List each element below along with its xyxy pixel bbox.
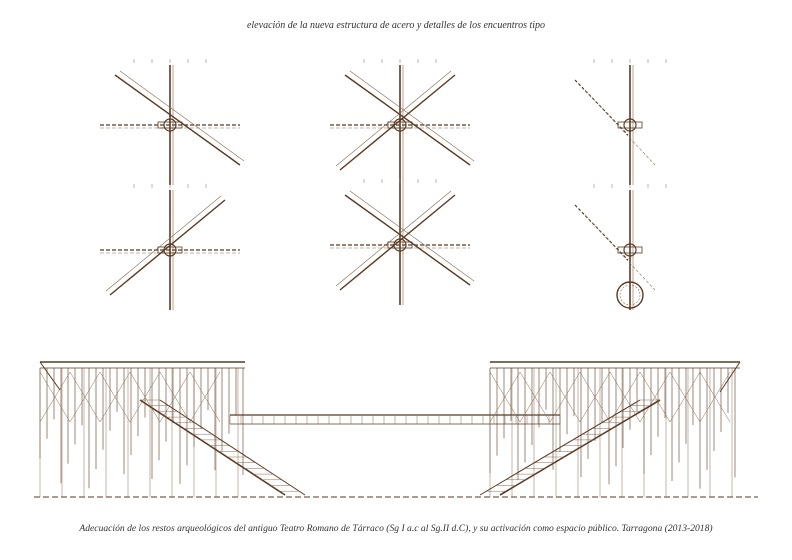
gusset-plate: [387, 121, 413, 129]
node-plate: [623, 118, 637, 132]
bracing: [39, 371, 71, 423]
node-plate: [393, 118, 407, 132]
gusset-plate: [157, 121, 183, 129]
diagonal-brace-edge: [335, 190, 452, 287]
bracing: [549, 371, 581, 423]
joint-details-grid: [100, 59, 667, 310]
joint-detail-1: [100, 59, 245, 185]
sheet-title: elevación de la nueva estructura de acer…: [246, 20, 546, 31]
gusset-plate: [617, 121, 643, 129]
ramp-stringer: [139, 399, 286, 496]
bracing: [609, 371, 641, 423]
diagonal-brace: [574, 204, 629, 261]
diagonal-brace-edge: [349, 70, 475, 162]
joint-detail-4: [100, 184, 240, 310]
steel-structure-elevation: [34, 361, 758, 498]
diagonal-brace: [574, 79, 629, 136]
bracing: [129, 371, 161, 423]
bracing: [99, 371, 131, 423]
diagonal-brace: [109, 199, 226, 296]
gusset-plate: [157, 246, 183, 254]
diagonal-brace-edge: [349, 190, 475, 282]
node-plate: [163, 118, 177, 132]
bracing: [159, 371, 191, 423]
ramp-stringer: [159, 399, 306, 496]
diagonal-brace: [339, 194, 456, 291]
tube-inner: [619, 284, 641, 306]
gusset-plate: [387, 241, 413, 249]
right-frame: [479, 361, 740, 497]
bracing: [69, 371, 101, 423]
sheet-caption: Adecuación de los restos arqueológicos d…: [79, 523, 713, 534]
diagonal-brace-edge: [584, 214, 656, 291]
node-plate: [163, 243, 177, 257]
bracing: [669, 371, 701, 423]
joint-detail-5: [330, 179, 475, 305]
joint-detail-3: [574, 59, 667, 185]
joint-detail-2: [330, 59, 475, 185]
bracing: [489, 371, 521, 423]
diagonal-brace-edge: [105, 195, 222, 292]
bracing: [579, 371, 611, 423]
ramp-stringer: [479, 399, 641, 496]
diagonal-brace-edge: [584, 89, 656, 166]
diagonal-brace-edge: [335, 70, 452, 167]
bracing: [639, 371, 671, 423]
diagonal-brace: [344, 74, 471, 166]
edge-slope: [719, 361, 741, 393]
bracing: [189, 371, 221, 423]
tube-section: [616, 281, 644, 309]
diagonal-brace: [339, 74, 456, 171]
joint-detail-6: [574, 184, 667, 310]
ramp-stringer: [499, 399, 661, 496]
node-plate: [623, 243, 637, 257]
gusset-plate: [617, 246, 643, 254]
left-frame: [39, 361, 306, 497]
edge-slope: [39, 361, 61, 391]
bracing: [699, 371, 731, 423]
diagonal-brace: [344, 194, 471, 286]
bracing: [519, 371, 551, 423]
diagonal-brace: [114, 74, 241, 166]
node-plate: [393, 238, 407, 252]
diagonal-brace-edge: [119, 70, 245, 162]
